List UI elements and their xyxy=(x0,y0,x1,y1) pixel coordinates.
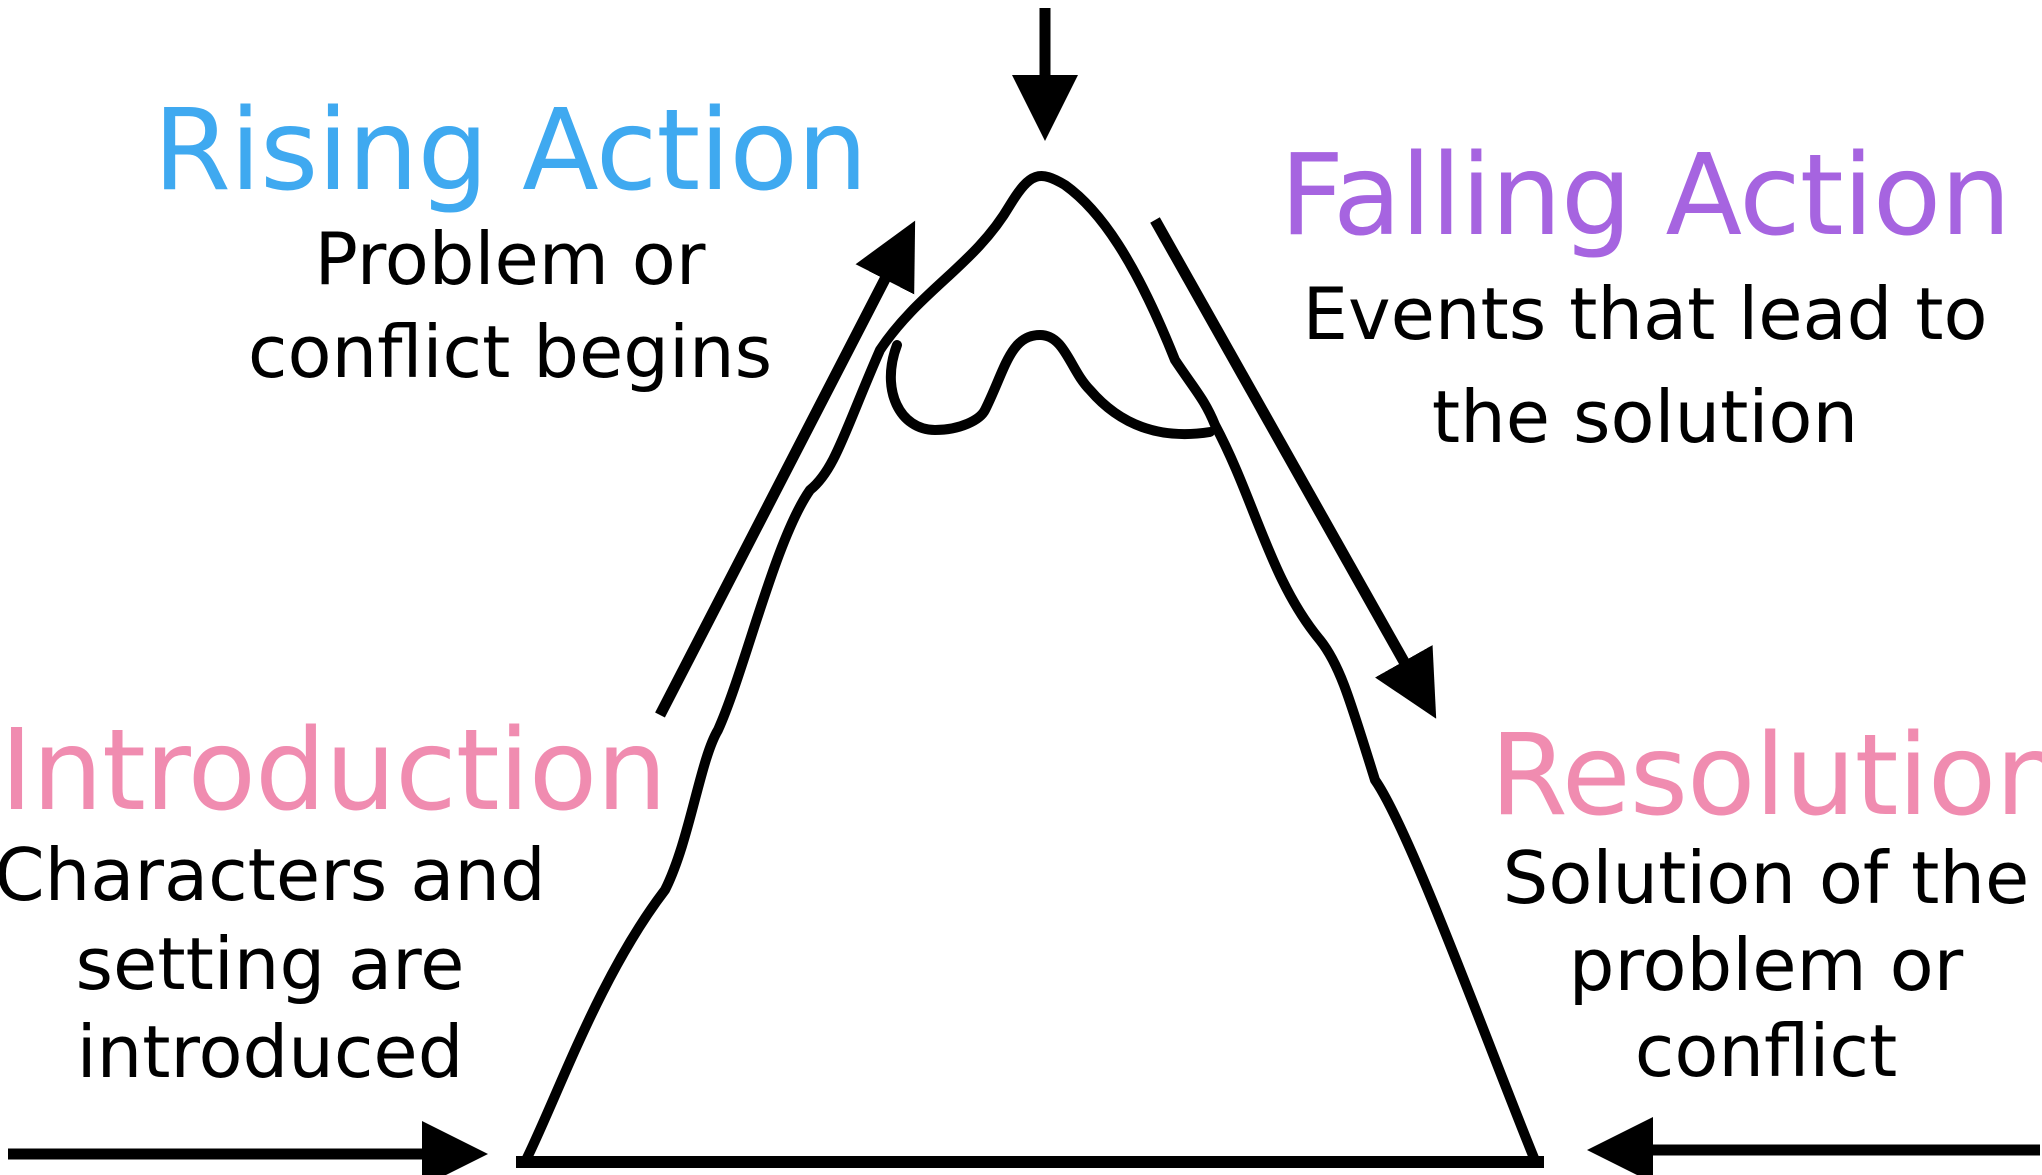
introduction-title: Introduction xyxy=(0,706,667,836)
falling-action-arrow xyxy=(1150,217,1437,719)
rising-action-block: Rising Action Problem or conflict begins xyxy=(140,95,880,392)
rising-action-title: Rising Action xyxy=(153,86,868,216)
resolution-desc-line: problem or xyxy=(1568,922,1964,1007)
falling-action-block: Falling Action Events that lead to the s… xyxy=(1255,140,2035,457)
snow-cap-outline xyxy=(885,330,1215,440)
resolution-desc-line: Solution of the xyxy=(1502,836,2030,920)
falling-action-title: Falling Action xyxy=(1279,131,2012,261)
falling-action-desc-line: the solution xyxy=(1431,374,1859,459)
rising-action-arrow xyxy=(655,220,916,718)
introduction-desc-line: setting are xyxy=(75,921,465,1006)
mountain-outline xyxy=(522,171,1539,1163)
introduction-desc-line: Characters and xyxy=(0,833,546,917)
resolution-block: Resolution Solution of the problem or co… xyxy=(1490,720,2042,1092)
falling-action-desc-line: Events that lead to xyxy=(1302,272,1988,356)
rising-action-desc-line: Problem or xyxy=(314,217,706,301)
introduction-block: Introduction Characters and setting are … xyxy=(0,706,667,1095)
rising-action-desc-line: conflict begins xyxy=(247,309,773,394)
introduction-desc-line: introduced xyxy=(76,1010,464,1095)
resolution-desc-line: conflict xyxy=(1634,1009,1898,1094)
resolution-title: Resolution xyxy=(1490,711,2042,841)
